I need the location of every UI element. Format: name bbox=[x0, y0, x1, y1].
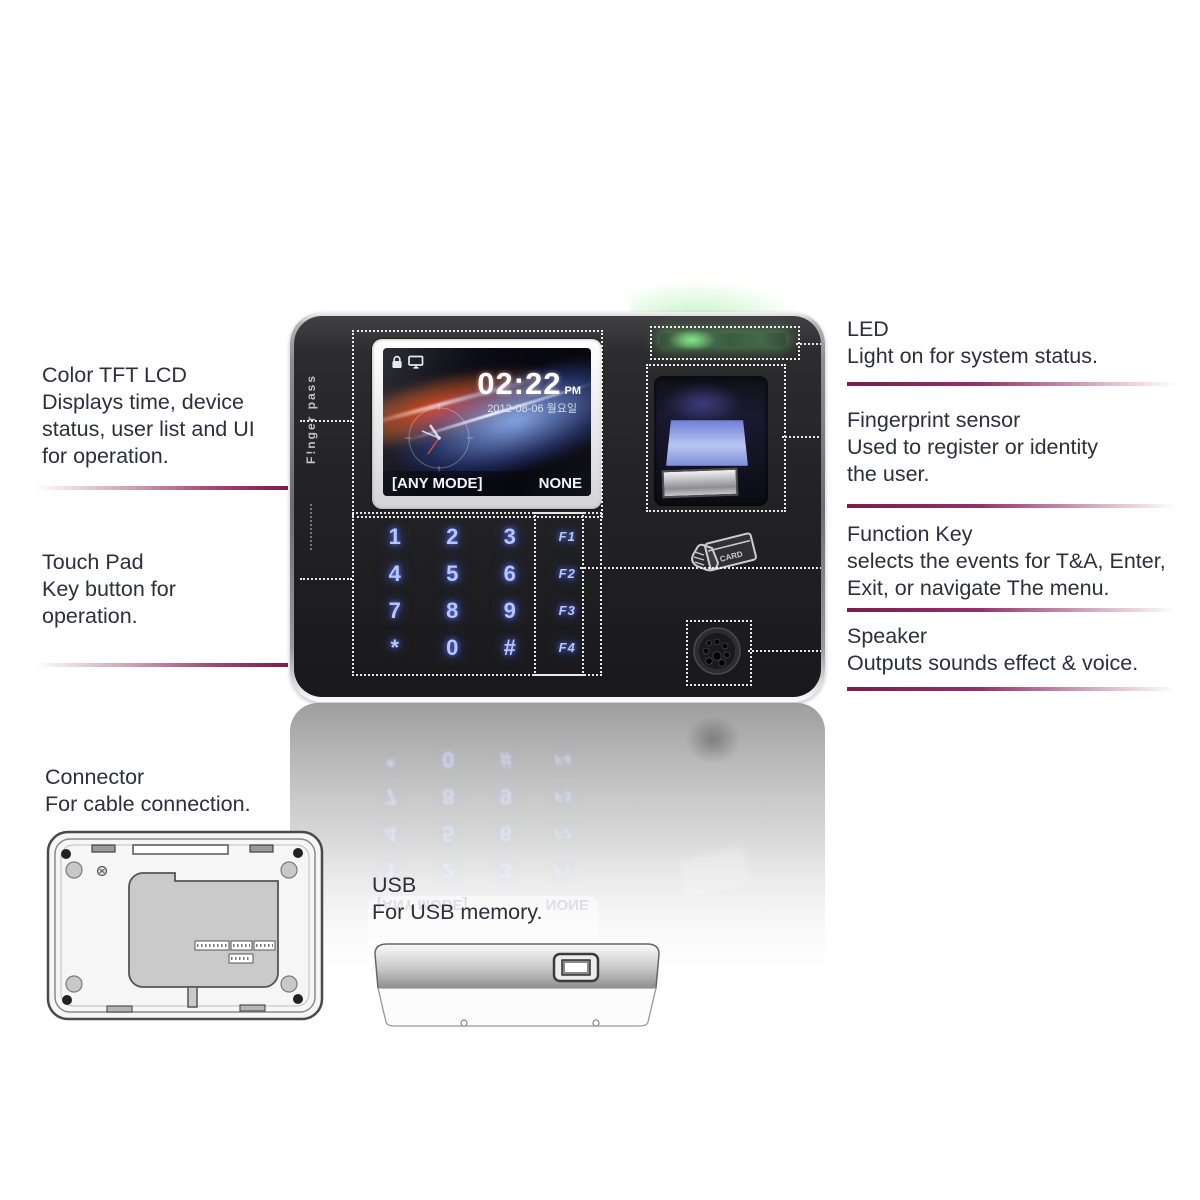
label-connector: Connector For cable connection. bbox=[45, 764, 325, 818]
label-line: LED bbox=[847, 317, 889, 341]
key-3: 3 bbox=[503, 523, 516, 549]
fingerprint-glow bbox=[664, 384, 742, 424]
label-underline bbox=[35, 486, 288, 490]
key-f1: F1 bbox=[558, 529, 576, 544]
lcd-highlight-box bbox=[352, 330, 603, 518]
key-8: 8 bbox=[446, 597, 459, 623]
key-5: 5 bbox=[446, 560, 459, 586]
label-fingerprint-sensor: Fingerprint sensor Used to register or i… bbox=[847, 407, 1177, 508]
analog-clock-widget bbox=[405, 404, 473, 472]
label-line: Outputs sounds effect & voice. bbox=[847, 651, 1139, 675]
screen-mode-bar: [ANY MODE] NONE bbox=[383, 471, 591, 496]
key-f4: F4 bbox=[558, 640, 576, 655]
connector-back-panel-drawing bbox=[46, 830, 324, 1021]
screen-glare bbox=[383, 348, 591, 496]
label-line: Speaker bbox=[847, 624, 928, 648]
touchpad-leader-line bbox=[300, 578, 352, 580]
label-underline bbox=[847, 687, 1177, 691]
time-value: 02:22 bbox=[477, 366, 561, 401]
key-star: * bbox=[390, 634, 400, 660]
label-line: Color TFT LCD bbox=[42, 363, 187, 387]
label-usb: USB For USB memory. bbox=[372, 872, 612, 926]
label-led: LED Light on for system status. bbox=[847, 316, 1177, 386]
screen-status-icons bbox=[391, 355, 424, 369]
label-touch-pad: Touch Pad Key button for operation. bbox=[35, 549, 288, 667]
label-line: Light on for system status. bbox=[847, 344, 1098, 368]
label-underline bbox=[847, 504, 1177, 508]
key-hash: # bbox=[503, 634, 516, 660]
label-line: Touch Pad bbox=[42, 550, 144, 574]
time-display: 02:22PM bbox=[477, 366, 581, 402]
lcd-bezel: 02:22PM 2012-08-06 월요일 [ANY MODE] NONE bbox=[372, 339, 602, 509]
label-line: Exit, or navigate The menu. bbox=[847, 576, 1110, 600]
card-icon: CARD bbox=[691, 532, 757, 572]
time-ampm: PM bbox=[565, 385, 582, 397]
key-9: 9 bbox=[503, 597, 516, 623]
speaker-highlight-box bbox=[686, 620, 752, 686]
label-line: USB bbox=[372, 873, 417, 897]
lock-icon bbox=[392, 355, 402, 368]
any-mode-text: [ANY MODE] bbox=[392, 475, 483, 492]
label-line: operation. bbox=[42, 604, 138, 628]
key-6: 6 bbox=[503, 560, 516, 586]
usb-port bbox=[552, 952, 600, 983]
label-line: Function Key bbox=[847, 522, 973, 546]
key-2: 2 bbox=[446, 523, 459, 549]
function-key-leader-line bbox=[580, 567, 821, 569]
label-line: For USB memory. bbox=[372, 900, 543, 924]
key-0: 0 bbox=[446, 634, 459, 660]
key-4: 4 bbox=[388, 560, 401, 586]
device-body: F!nger pass bbox=[294, 316, 821, 697]
label-line: the user. bbox=[847, 462, 930, 486]
label-line: Used to register or identity bbox=[847, 435, 1098, 459]
label-speaker: Speaker Outputs sounds effect & voice. bbox=[847, 623, 1177, 691]
status-led bbox=[660, 333, 786, 347]
none-text: NONE bbox=[539, 475, 582, 492]
label-line: status, user list and UI bbox=[42, 417, 255, 441]
label-function-key: Function Key selects the events for T&A,… bbox=[847, 521, 1177, 612]
fingerprint-highlight-box bbox=[646, 364, 786, 512]
usb-side-view-drawing bbox=[374, 943, 660, 1027]
label-line: For cable connection. bbox=[45, 792, 251, 816]
keypad-highlight-box bbox=[352, 512, 602, 676]
monitor-icon bbox=[408, 355, 424, 369]
label-underline bbox=[847, 382, 1177, 386]
fingerpass-logo: F!nger pass bbox=[304, 374, 318, 465]
lcd-screen: 02:22PM 2012-08-06 월요일 [ANY MODE] NONE bbox=[383, 348, 591, 496]
function-key-highlight-box bbox=[534, 512, 584, 676]
label-line: selects the events for T&A, Enter, bbox=[847, 549, 1166, 573]
led-highlight-box bbox=[650, 326, 800, 360]
fingerprint-window bbox=[666, 420, 748, 466]
key-7: 7 bbox=[388, 597, 401, 623]
fingerprint-sensor bbox=[654, 376, 768, 506]
lcd-leader-line bbox=[300, 420, 352, 422]
key-f3: F3 bbox=[558, 603, 576, 618]
label-line: for operation. bbox=[42, 444, 169, 468]
fingerprint-leader-line bbox=[782, 436, 821, 438]
device-front-view: F!nger pass bbox=[290, 312, 825, 702]
label-underline bbox=[847, 608, 1177, 612]
label-underline bbox=[35, 663, 288, 667]
led-leader-line bbox=[796, 343, 821, 345]
label-color-tft-lcd: Color TFT LCD Displays time, device stat… bbox=[35, 362, 288, 490]
label-line: Key button for bbox=[42, 577, 176, 601]
speaker-grille bbox=[693, 627, 741, 675]
speaker-leader-line bbox=[748, 650, 821, 652]
key-f2: F2 bbox=[558, 566, 576, 581]
label-line: Connector bbox=[45, 765, 145, 789]
touch-keypad: 1 2 3 F1 4 5 6 F2 7 8 9 F3 * 0 # F4 bbox=[366, 518, 596, 666]
label-line: Displays time, device bbox=[42, 390, 244, 414]
label-line: Fingerprint sensor bbox=[847, 408, 1021, 432]
logo-dotted-line bbox=[310, 504, 312, 550]
key-1: 1 bbox=[388, 523, 401, 549]
date-display: 2012-08-06 월요일 bbox=[487, 400, 577, 416]
